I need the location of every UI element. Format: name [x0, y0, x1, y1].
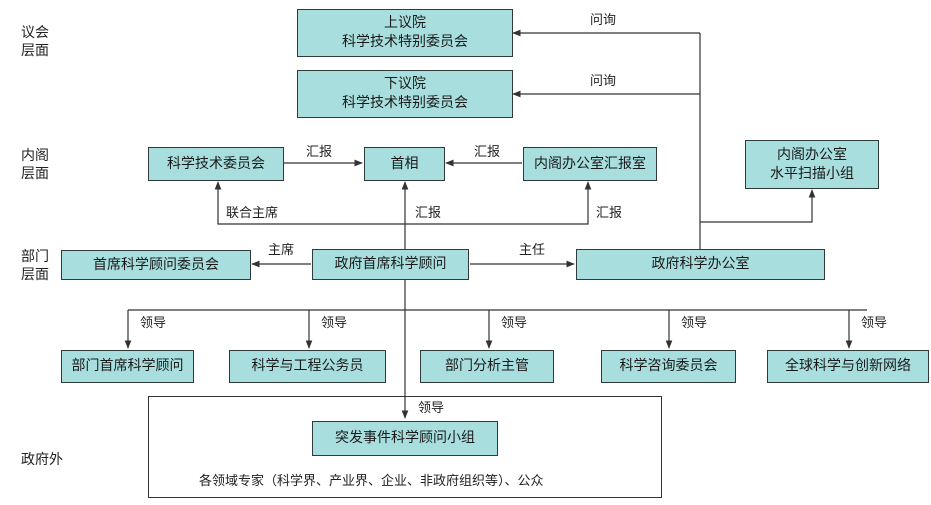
- tier-department: 部门 层面: [21, 248, 49, 284]
- joint-chair-arrow: [214, 181, 405, 225]
- report-arrow-right2: [405, 181, 592, 225]
- tier-cabinet: 内阁 层面: [21, 147, 49, 183]
- cscsa-council-label: 首席科学顾问委员会: [93, 256, 219, 273]
- dept-csa-label: 部门首席科学顾问: [71, 358, 184, 374]
- label-lead-1: 领导: [140, 316, 167, 331]
- house-of-lords-line2: 科学技术特别委员会: [342, 34, 468, 50]
- label-chair: 主席: [268, 243, 295, 258]
- tier-parliament-line1: 议会: [21, 25, 49, 41]
- label-lead-5: 领导: [861, 316, 888, 331]
- go-science-office: 政府科学办公室: [576, 249, 825, 280]
- label-joint-chair: 联合主席: [226, 206, 279, 221]
- science-tech-council: 科学技术委员会: [148, 147, 284, 181]
- cabinet-office-reporting-room: 内阁办公室汇报室: [523, 147, 657, 181]
- science-advisory-label: 科学咨询委员会: [619, 358, 718, 374]
- gcsa: 政府首席科学顾问: [312, 249, 469, 280]
- cabinet-office-reporting-label: 内阁办公室汇报室: [534, 155, 646, 172]
- tier-cabinet-line1: 内阁: [21, 148, 49, 164]
- dept-analysis-head: 部门分析主管: [420, 350, 554, 383]
- label-lead-6: 领导: [418, 401, 445, 416]
- sage-label: 突发事件科学顾问小组: [335, 430, 475, 446]
- horizon-scan-arrow: [700, 189, 816, 223]
- tier-outside-line1: 政府外: [21, 452, 63, 468]
- science-engineering-civil-service: 科学与工程公务员: [229, 350, 386, 383]
- label-report-mid: 汇报: [415, 206, 442, 221]
- label-report-left: 汇报: [306, 145, 333, 160]
- science-tech-council-label: 科学技术委员会: [167, 155, 265, 172]
- house-of-commons-line1: 下议院: [384, 76, 426, 92]
- tier-parliament-line2: 层面: [21, 43, 49, 59]
- global-science-network: 全球科学与创新网络: [767, 350, 929, 383]
- prime-minister-label: 首相: [390, 155, 419, 172]
- tier-outside: 政府外: [21, 451, 63, 469]
- tier-department-line2: 层面: [21, 267, 49, 283]
- house-of-lords-committee: 上议院 科学技术特别委员会: [297, 9, 513, 57]
- tier-department-line1: 部门: [21, 249, 49, 265]
- global-network-label: 全球科学与创新网络: [785, 358, 911, 374]
- label-inquiry-1: 问询: [590, 13, 617, 28]
- house-of-commons-committee: 下议院 科学技术特别委员会: [297, 70, 513, 118]
- gcsa-label: 政府首席科学顾问: [334, 256, 447, 272]
- sage-group: 突发事件科学顾问小组: [312, 421, 498, 456]
- science-advisory-council: 科学咨询委员会: [601, 350, 736, 383]
- dept-csa: 部门首席科学顾问: [61, 350, 194, 383]
- label-report-right2: 汇报: [596, 206, 623, 221]
- house-of-lords-line1: 上议院: [384, 15, 426, 31]
- label-head: 主任: [519, 243, 546, 258]
- label-lead-4: 领导: [681, 316, 708, 331]
- tier-parliament: 议会 层面: [21, 24, 49, 60]
- label-report-right: 汇报: [474, 145, 501, 160]
- label-lead-3: 领导: [501, 316, 528, 331]
- label-inquiry-2: 问询: [590, 74, 617, 89]
- prime-minister: 首相: [364, 147, 445, 181]
- label-lead-2: 领导: [321, 316, 348, 331]
- cscsa-council: 首席科学顾问委员会: [61, 250, 251, 280]
- horizon-scanning-unit: 内阁办公室 水平扫描小组: [745, 140, 879, 189]
- go-science-label: 政府科学办公室: [651, 256, 750, 272]
- dept-analysis-label: 部门分析主管: [445, 358, 529, 374]
- house-of-commons-line2: 科学技术特别委员会: [342, 95, 468, 111]
- outside-experts-note: 各领域专家（科学界、产业界、企业、非政府组织等）、公众: [199, 474, 544, 489]
- science-engineering-label: 科学与工程公务员: [251, 358, 364, 374]
- horizon-scanning-line1: 内阁办公室: [777, 146, 847, 163]
- horizon-scanning-line2: 水平扫描小组: [770, 165, 854, 182]
- tier-cabinet-line2: 层面: [21, 166, 49, 182]
- outside-government-frame: [148, 396, 662, 498]
